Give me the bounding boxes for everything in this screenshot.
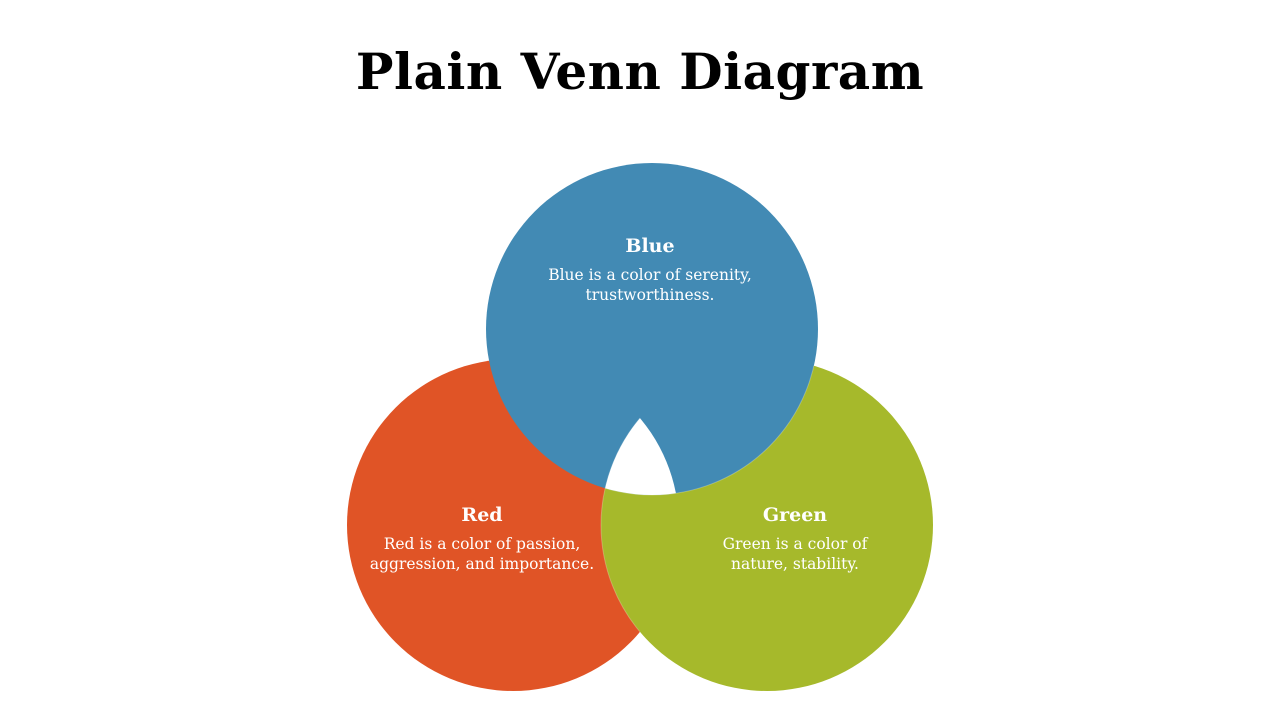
blue-title: Blue <box>625 235 674 257</box>
green-title: Green <box>763 504 827 526</box>
green-desc-line1: Green is a color of <box>723 535 869 553</box>
red-title: Red <box>461 504 502 526</box>
blue-circle <box>486 163 818 495</box>
red-desc-line2: aggression, and importance. <box>370 555 594 573</box>
page-title: Plain Venn Diagram <box>355 42 925 101</box>
green-desc-line2: nature, stability. <box>731 555 859 573</box>
red-desc-line1: Red is a color of passion, <box>384 535 581 553</box>
blue-desc-line2: trustworthiness. <box>586 286 715 304</box>
blue-desc-line1: Blue is a color of serenity, <box>548 266 752 284</box>
red-green-overlap-outline <box>600 359 679 691</box>
